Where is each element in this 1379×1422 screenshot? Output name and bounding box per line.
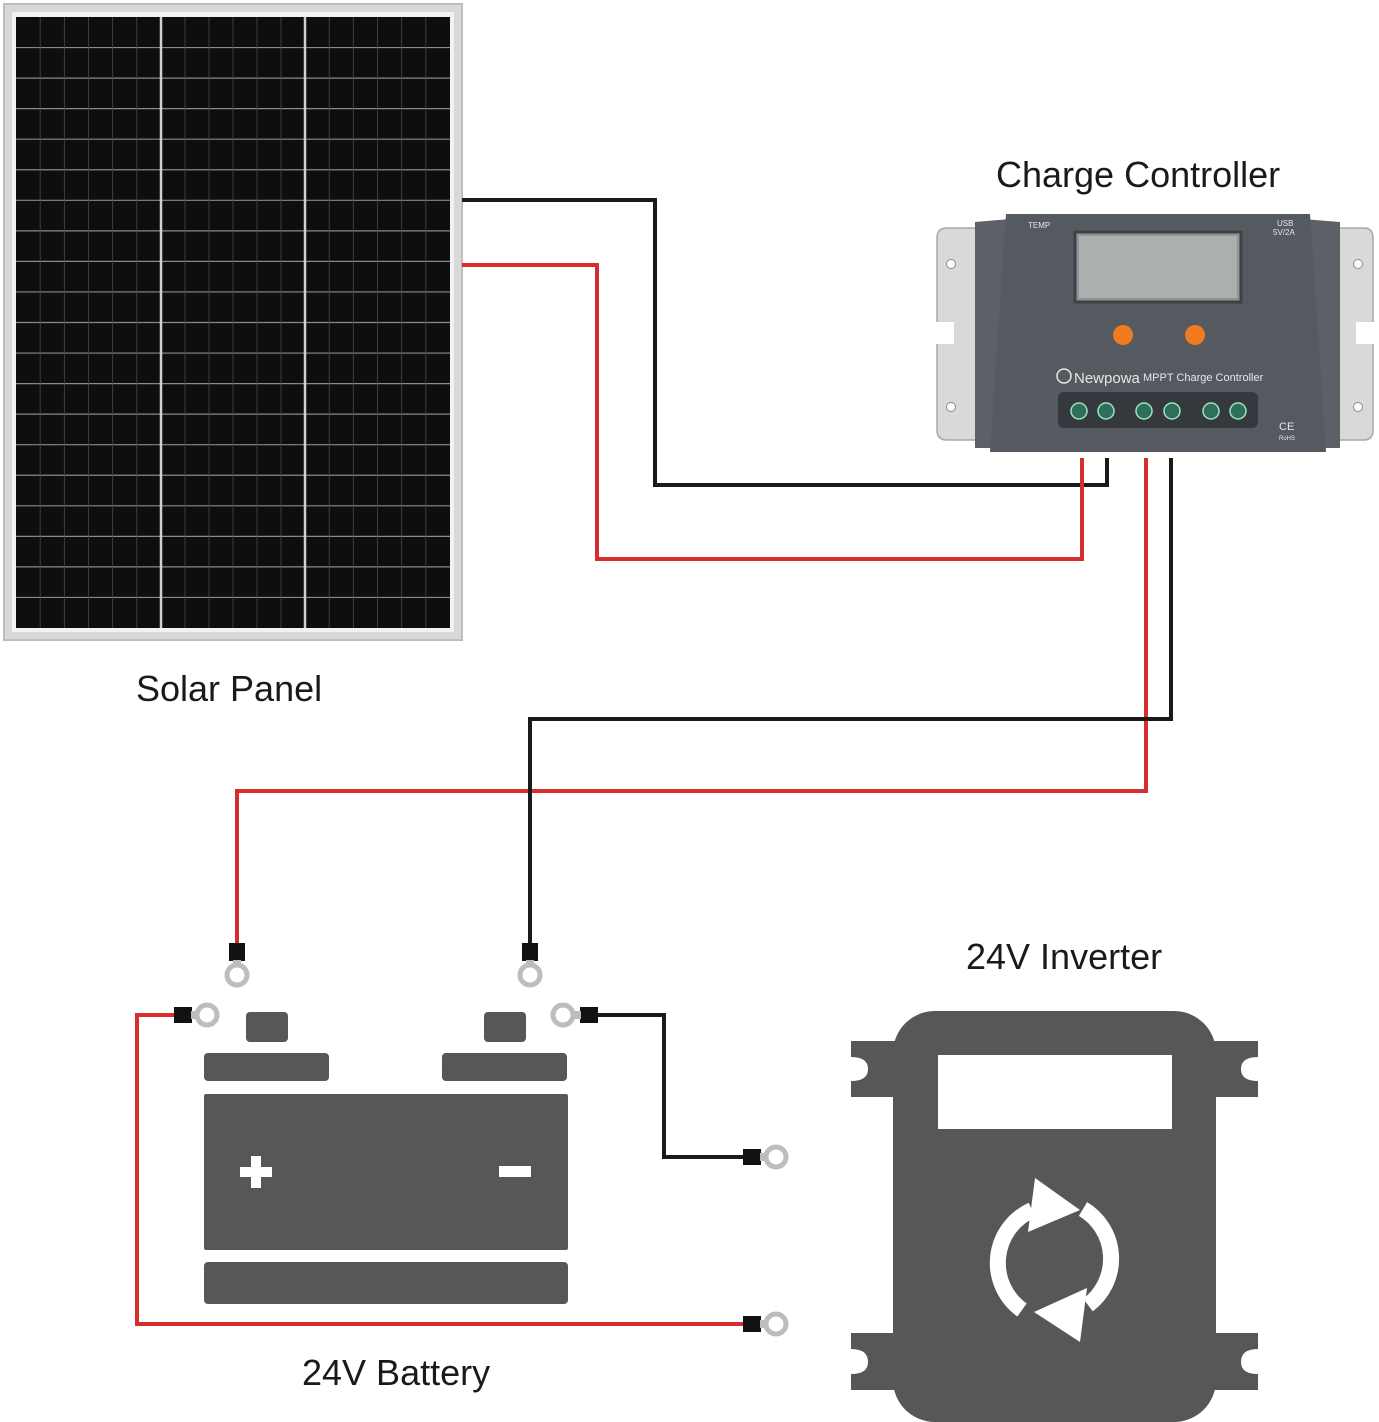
ring-terminal-icon — [174, 1002, 220, 1028]
ring-terminal-icon — [224, 943, 250, 988]
ring-terminal-icon — [550, 1002, 598, 1028]
wire-battery-negative — [528, 458, 1173, 945]
inverter-label: 24V Inverter — [966, 936, 1163, 977]
wires — [135, 198, 1173, 1326]
rohs-mark: RoHS — [1279, 436, 1295, 442]
controller-knob-left — [1113, 325, 1133, 345]
battery-minus-icon — [499, 1166, 531, 1177]
terminal-screws — [1070, 402, 1247, 420]
controller-knob-right — [1185, 325, 1205, 345]
battery-post-positive — [246, 1012, 288, 1042]
controller-usb-rating: 5V/2A — [1273, 228, 1295, 237]
wire-inverter-positive — [135, 1013, 745, 1326]
battery-body — [204, 1094, 568, 1250]
wire-solar-positive — [462, 263, 1084, 561]
ring-terminal-icon — [743, 1144, 789, 1170]
controller-brand: Newpowa — [1074, 370, 1141, 387]
solar-cell-grid — [16, 17, 450, 628]
inverter-display — [938, 1055, 1172, 1129]
battery-post-negative — [484, 1012, 526, 1042]
charge-controller-label: Charge Controller — [996, 154, 1281, 195]
battery-label: 24V Battery — [302, 1352, 491, 1393]
battery — [204, 1012, 568, 1304]
wire-battery-positive — [235, 458, 1148, 945]
controller-temp-label: TEMP — [1028, 221, 1050, 230]
cycle-arrows-icon — [989, 1178, 1120, 1342]
ring-terminal-icon — [743, 1311, 789, 1337]
wire-solar-negative — [462, 198, 1109, 487]
solar-panel — [3, 3, 463, 641]
controller-usb-label: USB — [1277, 219, 1293, 228]
ring-terminal-icon — [517, 943, 543, 988]
solar-panel-label: Solar Panel — [136, 668, 323, 709]
ce-mark: CE — [1279, 421, 1294, 433]
controller-model: MPPT Charge Controller — [1143, 372, 1264, 384]
battery-plus-icon — [240, 1156, 272, 1188]
wire-inverter-negative — [596, 1013, 745, 1159]
inverter — [851, 1011, 1258, 1422]
brand-logo-icon — [1056, 368, 1072, 384]
charge-controller: TEMP USB 5V/2A Newpowa MPPT Charge Contr… — [936, 214, 1374, 452]
